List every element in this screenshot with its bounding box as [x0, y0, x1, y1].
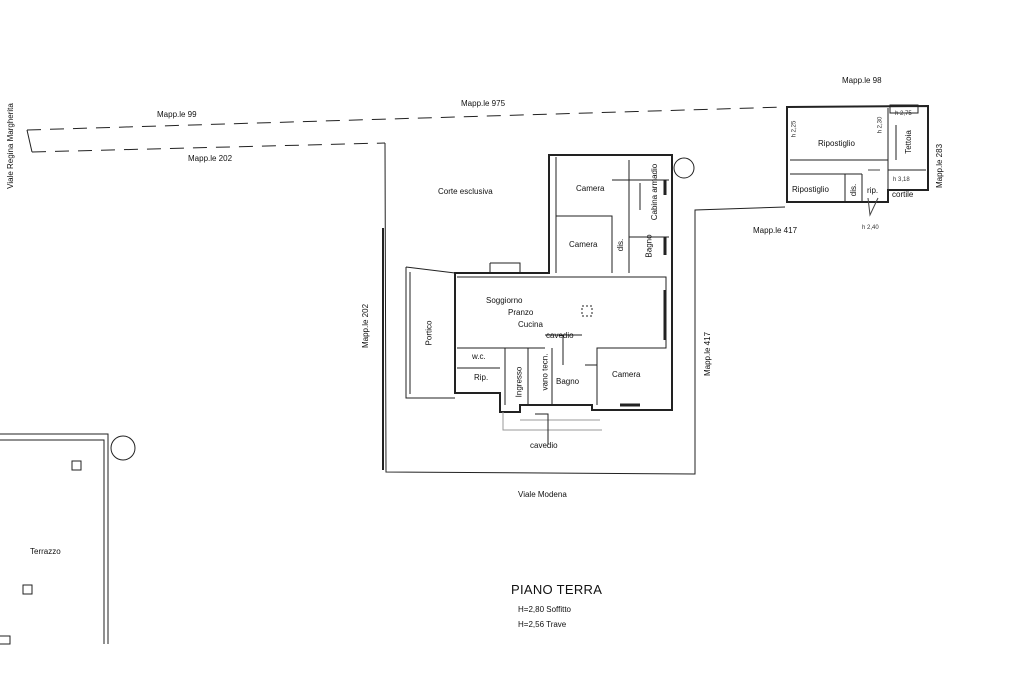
dim-label-h-318: h 3,18	[893, 177, 910, 183]
parcel-label-mapp-417-top: Mapp.le 417	[753, 226, 798, 235]
room-label-cabina-armadio: Cabina armadio	[650, 163, 660, 221]
room-label-wc: w.c.	[472, 352, 486, 361]
room-label-cavedio-2: cavedio	[530, 441, 558, 450]
street-label-regina-margherita: Viale Regina Margherita	[5, 103, 15, 189]
dim-label-h-275: h 2,75	[895, 111, 912, 117]
plan-title: PIANO TERRA	[511, 582, 603, 597]
parcel-label-mapp-98: Mapp.le 98	[842, 76, 882, 85]
room-label-portico: Portico	[424, 320, 434, 346]
room-label-pranzo: Pranzo	[508, 308, 534, 317]
room-label-soggiorno: Soggiorno	[486, 296, 523, 305]
parcel-label-mapp-975: Mapp.le 975	[461, 99, 506, 108]
street-label-modena: Viale Modena	[518, 490, 567, 499]
room-label-cortile: cortile	[892, 190, 914, 199]
boundary-left-edge	[26, 129, 33, 153]
room-label-cucina: Cucina	[518, 320, 543, 329]
room-label-camera-3: Camera	[612, 370, 641, 379]
room-label-bagno-1: Bagno	[644, 234, 654, 258]
parcel-label-mapp-417-side: Mapp.le 417	[703, 331, 713, 377]
room-label-camera-1: Camera	[576, 184, 605, 193]
room-label-cavedio-1: cavedio	[546, 331, 574, 340]
room-label-dis-1: dis.	[616, 238, 626, 252]
room-label-ripostiglio-1: Ripostiglio	[818, 139, 855, 148]
parcel-label-mapp-99: Mapp.le 99	[157, 110, 197, 119]
room-label-tettoia: Tettoia	[903, 130, 913, 154]
boundary-dashed-202	[31, 142, 386, 153]
boundary-lot-west	[384, 142, 786, 475]
room-label-ingresso: Ingresso	[514, 366, 524, 398]
terrazzo-outline	[0, 433, 109, 644]
room-label-rip-2: rip.	[867, 186, 879, 195]
dim-label-h-225: h 2,25	[791, 120, 798, 138]
room-label-bagno-2: Bagno	[556, 377, 580, 386]
room-label-rip-1: Rip.	[474, 373, 489, 382]
boundary-top-dashed	[26, 106, 786, 131]
room-label-camera-2: Camera	[569, 240, 598, 249]
area-label-terrazzo: Terrazzo	[30, 547, 61, 556]
height-note-trave: H=2,56 Trave	[518, 620, 567, 629]
portico-outline	[405, 266, 456, 399]
height-note-soffitto: H=2,80 Soffitto	[518, 605, 571, 614]
parcel-label-mapp-202-side: Mapp.le 202	[361, 303, 371, 349]
dim-label-h-230: h 2,30	[877, 116, 884, 134]
area-label-corte-esclusiva: Corte esclusiva	[438, 187, 493, 196]
room-label-vano-tecn: vano tecn.	[540, 353, 550, 391]
parcel-label-mapp-283: Mapp.le 283	[935, 143, 945, 189]
room-label-ripostiglio-2: Ripostiglio	[792, 185, 829, 194]
room-label-dis-2: dis.	[849, 183, 859, 197]
parcel-label-mapp-202-top: Mapp.le 202	[188, 154, 233, 163]
dim-label-h-240: h 2,40	[862, 225, 879, 231]
